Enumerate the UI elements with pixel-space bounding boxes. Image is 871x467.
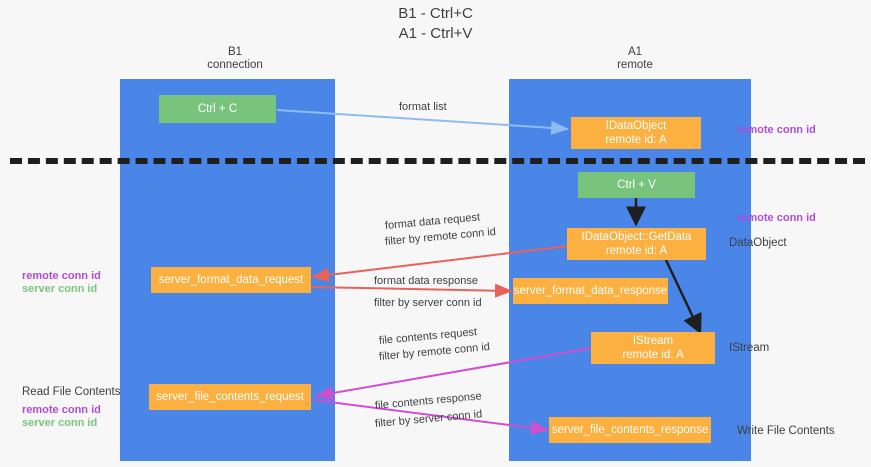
lane-header-b1-role: connection [207,59,263,71]
node-ctrl-c-label: Ctrl + C [197,103,238,115]
annotation-right-remote-conn-id-top: remote conn id [737,124,816,136]
node-ctrl-v[interactable]: Ctrl + V [578,172,695,198]
node-idataobject[interactable]: IDataObject remote id: A [571,117,701,149]
annotation-right-dataobject: DataObject [729,237,787,249]
node-server-format-data-response-label: server_format_data_response [513,285,668,297]
node-ctrl-v-label: Ctrl + V [617,179,656,191]
diagram-title: B1 - Ctrl+C A1 - Ctrl+V [0,4,871,44]
filter-key-remote-conn-id: remote conn id [416,340,491,360]
title-line-1: B1 - Ctrl+C [398,5,473,22]
node-istream[interactable]: IStream remote id: A [591,332,715,364]
annotation-left-read-file-contents: Read File Contents [22,386,121,398]
annotation-right-remote-conn-id-mid: remote conn id [737,212,816,224]
node-server-file-contents-request-label: server_file_contents_request [156,391,304,403]
filter-key-remote-conn-id: remote conn id [422,225,497,245]
filter-prefix: filter by [374,297,413,309]
filter-key-server-conn-id: server conn id [412,297,482,309]
annotation-right-write-file-contents: Write File Contents [737,425,835,437]
edge-label-format-data-response-line1: format data response [374,275,478,287]
node-server-file-contents-request[interactable]: server_file_contents_request [149,384,311,410]
annotation-left-remote-conn-id-mid: remote conn id [22,270,101,282]
filter-key-server-conn-id: server conn id [412,408,483,427]
node-istream-line1: IStream [632,335,674,347]
node-server-format-data-request-label: server_format_data_request [158,274,304,286]
node-server-file-contents-response-label: server_file_contents_response [551,424,709,436]
annotation-left-server-conn-id-mid: server conn id [22,283,98,295]
node-getdata-line2: remote id: A [605,245,668,257]
title-line-2: A1 - Ctrl+V [398,25,473,42]
lane-header-b1: B1 connection [150,46,320,72]
edge-label-file-contents-request: file contents request filter by remote c… [378,326,491,364]
node-idataobject-getdata[interactable]: IDataObject::GetData remote id: A [567,228,706,260]
annotation-left-server-conn-id-bottom: server conn id [22,417,98,429]
section-divider [10,158,865,164]
filter-prefix: filter by [384,232,424,248]
edge-label-format-data-response: format data response filter by server co… [374,274,482,310]
node-istream-line2: remote id: A [622,349,684,361]
node-idataobject-line2: remote id: A [605,134,667,146]
node-server-format-data-response[interactable]: server_format_data_response [513,278,668,304]
annotation-right-istream: IStream [729,342,770,354]
lane-header-b1-name: B1 [227,46,243,58]
edge-label-file-contents-response: file contents response filter by server … [374,390,483,431]
annotation-left-remote-conn-id-bottom: remote conn id [22,404,101,416]
node-getdata-line1: IDataObject::GetData [581,231,692,243]
filter-prefix: filter by [374,414,414,430]
node-server-file-contents-response[interactable]: server_file_contents_response [549,417,711,443]
lane-header-a1-role: remote [617,59,653,71]
node-server-format-data-request[interactable]: server_format_data_request [151,267,311,293]
node-idataobject-line1: IDataObject [605,120,667,132]
edge-label-format-data-response-line2: filter by server conn id [374,296,482,310]
edge-label-format-data-request: format data request filter by remote con… [384,211,497,249]
node-ctrl-c[interactable]: Ctrl + C [159,95,276,123]
lane-header-a1: A1 remote [545,46,725,72]
filter-prefix: filter by [378,347,418,363]
edge-label-format-list: format list [399,101,447,113]
lane-header-a1-name: A1 [627,46,643,58]
